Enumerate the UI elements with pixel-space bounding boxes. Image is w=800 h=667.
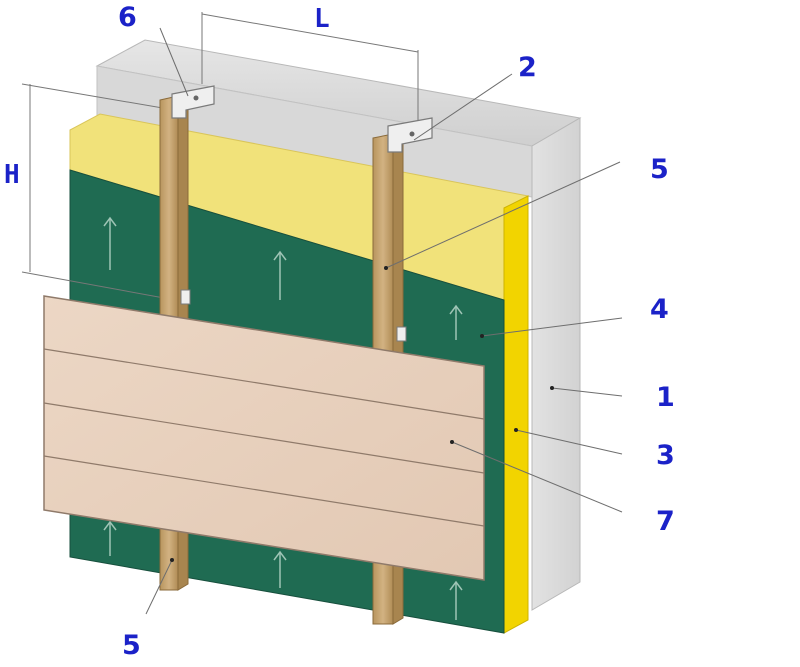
leader-lines (145, 27, 623, 615)
dimension-h-label: H (4, 160, 20, 190)
insulation-side-edge (503, 195, 529, 634)
callout-4: 4 (650, 294, 669, 325)
airflow-arrow-icon (103, 216, 117, 270)
airflow-arrow-icon (273, 550, 287, 588)
mounting-bracket-icon (171, 85, 215, 119)
airflow-arrow-icon (449, 580, 463, 620)
airflow-arrow-icon (449, 304, 463, 340)
wall-side-face (531, 117, 581, 611)
mounting-bracket-icon (180, 289, 191, 305)
dimension-lines (21, 12, 419, 303)
callout-3: 3 (656, 440, 675, 471)
callout-2: 2 (518, 52, 537, 83)
callout-1: 1 (656, 382, 675, 413)
airflow-arrows (103, 216, 463, 620)
airflow-arrow-icon (103, 520, 117, 556)
callout-6: 6 (118, 2, 137, 33)
callout-5-bottom: 5 (122, 630, 141, 661)
siding-panel (43, 295, 485, 581)
dimension-l-label: L (314, 4, 330, 34)
callout-7: 7 (656, 506, 675, 537)
mounting-bracket-icon (387, 117, 433, 153)
callout-5-top: 5 (650, 154, 669, 185)
leader-dots (170, 266, 554, 562)
mounting-bracket-icon (396, 326, 407, 342)
airflow-arrow-icon (273, 250, 287, 300)
